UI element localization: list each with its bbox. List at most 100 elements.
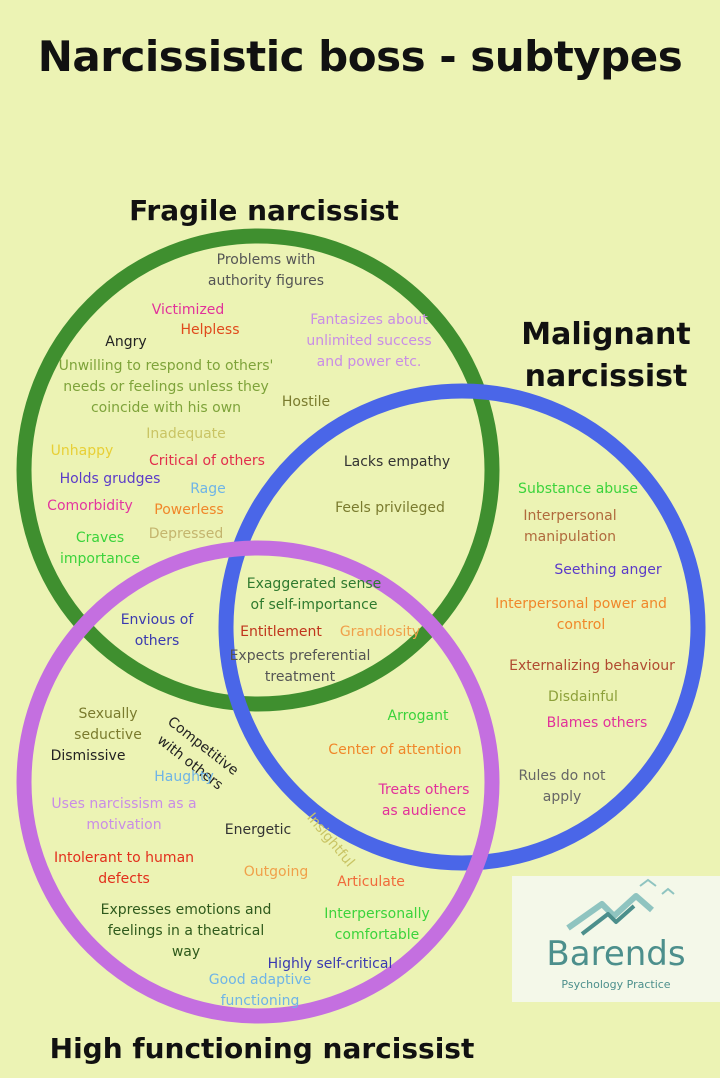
trait-line: Center of attention bbox=[328, 742, 462, 758]
trait-line: Interpersonal power and bbox=[495, 596, 667, 612]
trait-line: Energetic bbox=[224, 822, 292, 838]
trait-hostile: Hostile bbox=[282, 392, 330, 413]
trait-arrogant: Arrogant bbox=[388, 706, 449, 727]
trait-energetic: Energetic bbox=[225, 820, 291, 841]
trait-line: Critical of others bbox=[149, 453, 265, 469]
trait-line: way bbox=[171, 944, 201, 960]
trait-victimized: Victimized bbox=[152, 300, 225, 321]
trait-line: Comorbidity bbox=[47, 498, 133, 514]
trait-line: Seething anger bbox=[554, 562, 662, 578]
trait-line: authority figures bbox=[207, 273, 325, 289]
trait-highly-self-critical: Highly self-critical bbox=[268, 954, 393, 975]
trait-line: of self-importance bbox=[250, 597, 378, 613]
trait-unhappy: Unhappy bbox=[51, 441, 114, 462]
trait-line: Externalizing behaviour bbox=[509, 658, 675, 674]
trait-line: Articulate bbox=[337, 874, 405, 890]
trait-powerless: Powerless bbox=[154, 500, 223, 521]
trait-line: apply bbox=[542, 789, 582, 805]
logo-subtitle: Psychology Practice bbox=[561, 978, 671, 991]
trait-line: Entitlement bbox=[240, 624, 322, 640]
trait-craves-importance: Craves importance bbox=[60, 528, 140, 570]
trait-line: Dismissive bbox=[50, 748, 126, 764]
trait-line: Highly self-critical bbox=[267, 956, 393, 972]
trait-expects-preferential: Expects preferential treatment bbox=[230, 646, 371, 688]
trait-disdainful: Disdainful bbox=[548, 687, 618, 708]
trait-line: defects bbox=[98, 871, 150, 887]
trait-lacks-empathy: Lacks empathy bbox=[344, 452, 450, 473]
trait-line: Inadequate bbox=[146, 426, 226, 442]
trait-outgoing: Outgoing bbox=[244, 862, 308, 883]
trait-depressed: Depressed bbox=[149, 524, 223, 545]
trait-line: Intolerant to human bbox=[53, 850, 195, 866]
trait-line: Depressed bbox=[148, 526, 224, 542]
trait-line: others bbox=[134, 633, 180, 649]
trait-problems-with-authority-figures: Problems with authority figures bbox=[208, 250, 324, 292]
trait-line: Interpersonally bbox=[324, 906, 430, 922]
high-functioning-label: High functioning narcissist bbox=[49, 1032, 475, 1065]
trait-feels-privileged: Feels privileged bbox=[335, 498, 445, 519]
trait-line: Arrogant bbox=[387, 708, 449, 724]
trait-line: Lacks empathy bbox=[343, 454, 451, 470]
logo-name: Barends bbox=[546, 934, 686, 974]
trait-line: functioning bbox=[220, 993, 300, 1009]
trait-inadequate: Inadequate bbox=[146, 424, 226, 445]
trait-line: importance bbox=[60, 551, 140, 567]
trait-line: unlimited success bbox=[306, 333, 432, 349]
trait-line: and power etc. bbox=[316, 354, 422, 370]
trait-comorbidity: Comorbidity bbox=[47, 496, 133, 517]
trait-fantasizes: Fantasizes about unlimited success and pow… bbox=[306, 310, 431, 373]
trait-intolerant: Intolerant to human defects bbox=[54, 848, 194, 890]
trait-line: Angry bbox=[105, 334, 147, 350]
trait-line: Unwilling to respond to others' bbox=[58, 358, 274, 374]
trait-line: Sexually bbox=[78, 706, 138, 722]
trait-externalizing-behaviour: Externalizing behaviour bbox=[509, 656, 675, 677]
trait-dismissive: Dismissive bbox=[51, 746, 126, 767]
fragile-circle bbox=[16, 228, 500, 712]
fragile-label: Fragile narcissist bbox=[129, 194, 399, 227]
trait-line: Uses narcissism as a bbox=[51, 796, 197, 812]
trait-line: Interpersonal bbox=[523, 508, 617, 524]
trait-line: Exaggerated sense bbox=[246, 576, 382, 592]
trait-line: Rage bbox=[190, 481, 226, 497]
trait-substance-abuse: Substance abuse bbox=[518, 479, 638, 500]
trait-line: Expects preferential bbox=[229, 648, 371, 664]
trait-blames-others: Blames others bbox=[547, 713, 648, 734]
trait-line: Victimized bbox=[151, 302, 225, 318]
malignant-label: Malignant narcissist bbox=[521, 314, 690, 398]
trait-line: Good adaptive bbox=[208, 972, 312, 988]
trait-line: Blames others bbox=[546, 715, 648, 731]
trait-line: Disdainful bbox=[548, 689, 618, 705]
trait-unwilling-to-respond: Unwilling to respond to others'needs or … bbox=[59, 356, 274, 419]
trait-line: coincide with his own bbox=[90, 400, 242, 416]
trait-line: Outgoing bbox=[243, 864, 309, 880]
trait-line: Unhappy bbox=[50, 443, 114, 459]
trait-critical-of-others: Critical of others bbox=[149, 451, 265, 472]
trait-line: Haughty bbox=[154, 769, 214, 785]
page-title: Narcissistic boss - subtypes bbox=[37, 32, 683, 81]
trait-line: Hostile bbox=[281, 394, 331, 410]
trait-entitlement: Entitlement bbox=[240, 622, 322, 643]
trait-line: treatment bbox=[264, 669, 336, 685]
trait-line: Fantasizes about bbox=[310, 312, 428, 328]
trait-line: Grandiosity bbox=[339, 624, 421, 640]
trait-seething-anger: Seething anger bbox=[554, 560, 661, 581]
barends-logo: Barends Psychology Practice bbox=[512, 876, 720, 1002]
trait-line: Feels privileged bbox=[335, 500, 445, 516]
trait-haughty: Haughty bbox=[154, 767, 214, 788]
trait-center-of-attention: Center of attention bbox=[328, 740, 461, 761]
trait-grandiosity: Grandiosity bbox=[340, 622, 420, 643]
trait-line: feelings in a theatrical bbox=[107, 923, 265, 939]
trait-line: Craves bbox=[75, 530, 125, 546]
trait-line: Problems with bbox=[216, 252, 316, 268]
trait-angry: Angry bbox=[105, 332, 146, 353]
trait-line: Substance abuse bbox=[518, 481, 638, 497]
